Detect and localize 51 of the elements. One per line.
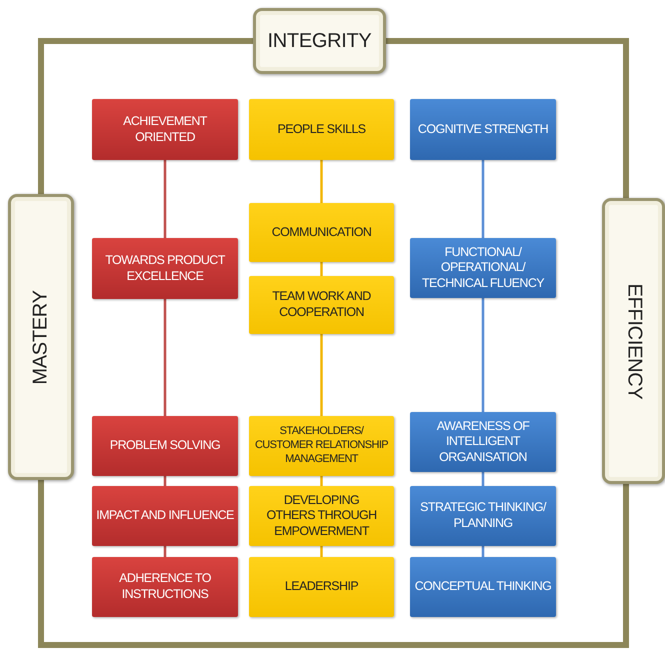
connector-line [320,546,323,557]
competency-label: LEADERSHIP [284,579,360,595]
competency-label: ACHIEVEMENT ORIENTED [122,114,208,146]
connector-line [482,472,484,486]
pillar-box [253,8,386,74]
connector-line [320,334,323,416]
pillar-box [8,194,74,480]
pillar-label: INTEGRITY [268,28,372,54]
competency-label: DEVELOPING OTHERS THROUGH EMPOWERMENT [265,492,378,540]
connector-line [320,476,323,486]
competency-box [410,557,556,617]
competency-box [410,486,556,546]
competency-box [249,203,394,262]
competency-label: STRATEGIC THINKING/ PLANNING [419,500,548,532]
pillar-box [602,198,665,484]
competency-label: COMMUNICATION [270,224,372,240]
connector-line [320,160,323,203]
pillar-label: EFFICIENCY [622,283,646,399]
connector-line [320,262,323,276]
connector-line [164,476,166,486]
competency-box [249,416,394,476]
connector-line [164,160,166,238]
competency-label: PEOPLE SKILLS [276,122,367,138]
competency-label: CONCEPTUAL THINKING [414,579,552,595]
pillar-label: MASTERY [28,290,52,384]
competency-box [410,412,556,472]
competency-box [410,99,556,160]
competency-box [410,238,556,298]
competency-box [92,99,238,160]
connector-line [482,160,484,238]
competency-box [249,486,394,546]
competency-box [92,486,238,546]
competency-label: COGNITIVE STRENGTH [416,122,550,138]
competency-label: PROBLEM SOLVING [108,438,222,454]
competency-label: ADHERENCE TO INSTRUCTIONS [118,571,212,603]
competency-box [92,557,238,617]
connector-line [164,546,166,557]
connector-line [164,299,166,416]
competency-label: TEAM WORK AND COOPERATION [271,289,372,321]
connector-line [482,298,484,412]
competency-label: AWARENESS OF INTELLIGENT ORGANISATION [436,418,530,466]
connector-line [482,546,484,557]
competency-label: TOWARDS PRODUCT EXCELLENCE [104,252,226,284]
competency-box [249,99,394,160]
competency-box [249,557,394,617]
competency-label: FUNCTIONAL/ OPERATIONAL/ TECHNICAL FLUENCY [421,244,545,292]
competency-label: STAKEHOLDERS/ CUSTOMER RELATIONSHIP MANAGEMENT [254,425,390,467]
competency-box [92,416,238,476]
competency-label: IMPACT AND INFLUENCE [95,508,235,524]
competency-box [249,276,394,334]
competency-box [92,238,238,299]
